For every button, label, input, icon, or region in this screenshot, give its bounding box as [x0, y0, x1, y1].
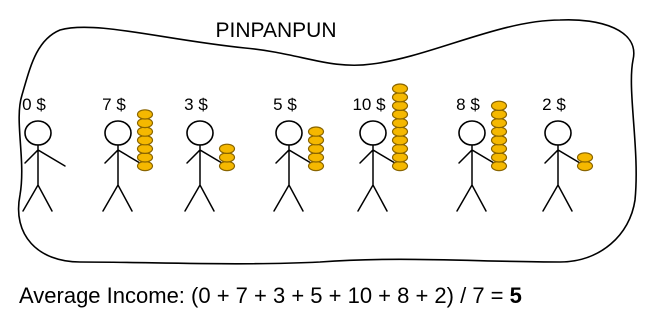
coin: [490, 100, 508, 112]
coin: [391, 83, 409, 94]
stick-figure-head: [458, 120, 486, 146]
coin: [218, 152, 236, 163]
coin: [490, 109, 508, 120]
coin: [307, 160, 325, 172]
income-label: 3 $: [184, 95, 208, 114]
person-0: 0 $: [22, 95, 66, 212]
island-outline: [17, 19, 637, 265]
coin: [391, 91, 409, 103]
income-label: 2 $: [542, 95, 566, 114]
coin: [307, 134, 325, 146]
coin: [490, 126, 508, 137]
income-label: 0 $: [22, 95, 46, 114]
coin: [136, 152, 154, 163]
coin: [391, 100, 409, 112]
coin: [307, 152, 325, 163]
coin: [391, 126, 409, 137]
income-label: 8 $: [456, 95, 480, 114]
coin: [391, 109, 409, 120]
stick-figure-body: [184, 144, 228, 212]
coin: [391, 152, 409, 163]
coin: [576, 152, 594, 163]
person-3: 5 $: [273, 95, 325, 212]
coin: [490, 134, 508, 146]
stick-figure-body: [542, 144, 586, 212]
stick-figure-head: [359, 120, 387, 146]
income-label: 7 $: [102, 95, 126, 114]
stick-figure-head: [104, 120, 132, 146]
coin: [136, 143, 154, 154]
stick-figure-head: [275, 120, 303, 146]
coin: [136, 117, 154, 129]
coin: [218, 160, 236, 172]
coin: [136, 134, 154, 146]
stick-figure-body: [273, 144, 317, 212]
average-income-caption: Average Income: (0 + 7 + 3 + 5 + 10 + 8 …: [19, 283, 639, 309]
income-label: 5 $: [273, 95, 297, 114]
island-title: PINPANPUN: [216, 19, 337, 42]
stick-figure-head: [24, 120, 52, 146]
people-layer: 0 $ 7 $ 3 $ 5 $ 10 $ 8 $ 2 $: [22, 83, 594, 212]
stick-figure-body: [357, 144, 401, 212]
caption-result: 5: [509, 283, 522, 308]
stick-figure-head: [186, 120, 214, 146]
coin: [391, 134, 409, 146]
person-4: 10 $: [352, 83, 409, 212]
coin: [391, 160, 409, 172]
coin: [576, 160, 594, 172]
person-1: 7 $: [102, 95, 154, 212]
coin: [391, 117, 409, 129]
coin: [307, 126, 325, 137]
stick-figure-body: [22, 144, 66, 212]
coin: [218, 143, 236, 154]
coin: [307, 143, 325, 154]
person-2: 3 $: [184, 95, 236, 212]
caption-formula: Average Income: (0 + 7 + 3 + 5 + 10 + 8 …: [19, 283, 510, 308]
coin: [490, 160, 508, 172]
coin: [136, 160, 154, 172]
stick-figure-head: [544, 120, 572, 146]
person-6: 2 $: [542, 95, 594, 212]
coin: [136, 126, 154, 137]
coin: [490, 117, 508, 129]
coin: [391, 143, 409, 154]
coin: [136, 109, 154, 120]
person-5: 8 $: [456, 95, 508, 212]
stick-figure-body: [102, 144, 146, 212]
coin: [490, 143, 508, 154]
stick-figure-body: [456, 144, 500, 212]
income-label: 10 $: [352, 95, 386, 114]
coin: [490, 152, 508, 163]
